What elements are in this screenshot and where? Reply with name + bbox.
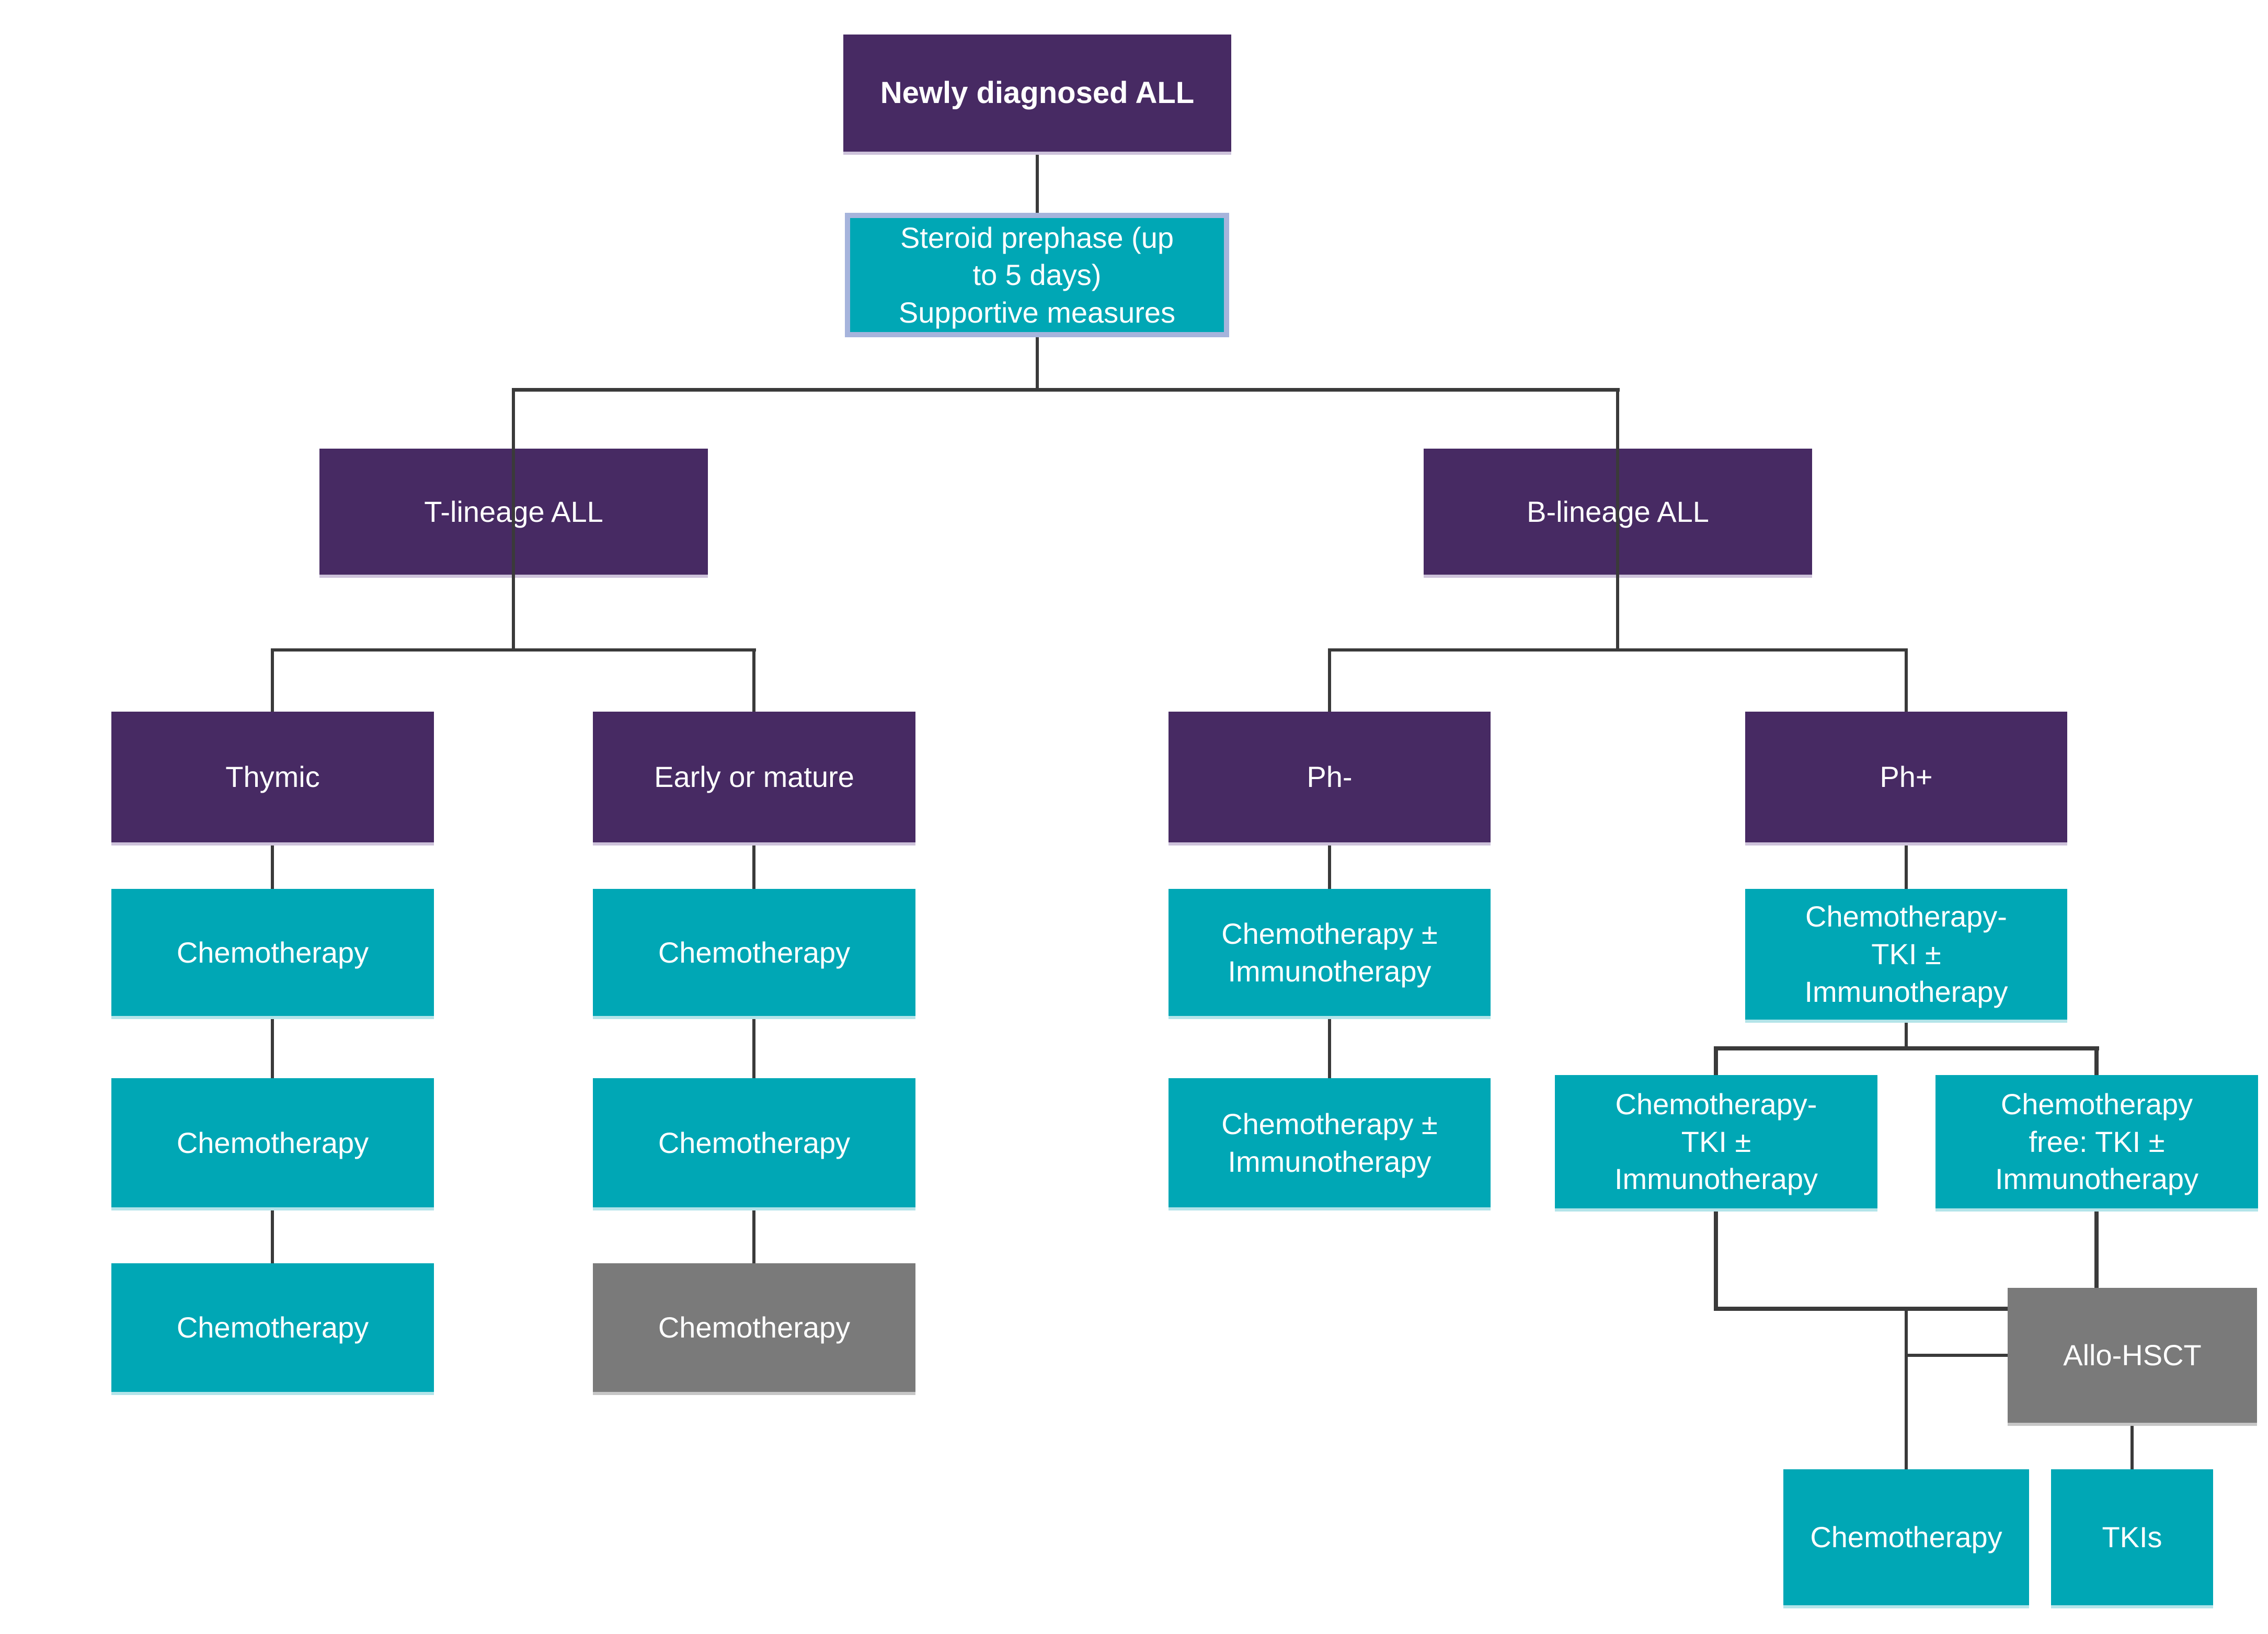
node-chemotherapy-thymic-3: Chemotherapy: [111, 1263, 434, 1392]
connector-bracket-top: [1714, 1046, 2099, 1050]
connector-early-chain-3: [752, 1207, 755, 1265]
node-chemotherapy-early-2: Chemotherapy: [593, 1078, 915, 1207]
connector-t-lineage-vertical: [512, 388, 515, 650]
connector-to-ph-positive: [1905, 648, 1908, 714]
node-chemo-immuno-ph-neg-1: Chemotherapy ± Immunotherapy: [1169, 889, 1491, 1016]
connector-early-chain-2: [752, 1016, 755, 1080]
connector-bracket-bottom: [1714, 1307, 2099, 1311]
node-ph-negative: Ph-: [1169, 712, 1491, 842]
connector-ph-neg-chain-1: [1328, 842, 1331, 891]
connector-steroid-down: [1036, 337, 1039, 390]
node-chemotherapy-early-3: Chemotherapy: [593, 1263, 915, 1392]
connector-ph-neg-chain-2: [1328, 1016, 1331, 1080]
node-thymic: Thymic: [111, 712, 434, 842]
node-chemo-immuno-ph-neg-2: Chemotherapy ± Immunotherapy: [1169, 1078, 1491, 1207]
node-chemotherapy-early-1: Chemotherapy: [593, 889, 915, 1016]
connector-ph-pos-to-bracket: [1905, 1020, 1908, 1049]
node-chemotherapy-thymic-1: Chemotherapy: [111, 889, 434, 1016]
connector-to-early: [752, 648, 755, 714]
node-steroid-prephase: Steroid prephase (up to 5 days) Supporti…: [845, 213, 1229, 337]
node-tkis: TKIs: [2051, 1469, 2213, 1605]
connector-to-allo-hsct: [1906, 1354, 2010, 1357]
connector-split-left-to-bracket: [1714, 1207, 1718, 1309]
node-chemotherapy-thymic-2: Chemotherapy: [111, 1078, 434, 1207]
connector-bracket-left-drop: [1714, 1046, 1718, 1078]
connector-thymic-chain-3: [271, 1207, 274, 1265]
node-newly-diagnosed-all: Newly diagnosed ALL: [843, 35, 1231, 152]
node-chemo-free-tki-branch: Chemotherapy free: TKI ± Immunotherapy: [1935, 1075, 2258, 1208]
node-allo-hsct: Allo-HSCT: [2008, 1288, 2257, 1423]
connector-ph-pos-chain-1: [1905, 842, 1908, 891]
node-chemo-tki-immuno: Chemotherapy- TKI ± Immunotherapy: [1745, 889, 2067, 1020]
node-chemotherapy-final: Chemotherapy: [1783, 1469, 2029, 1605]
connector-to-ph-negative: [1328, 648, 1331, 714]
connector-allo-hsct-to-tkis: [2130, 1423, 2134, 1471]
connector-b-lineage-vertical: [1616, 388, 1619, 650]
node-early-or-mature: Early or mature: [593, 712, 915, 842]
connector-bracket-to-chemotherapy: [1905, 1310, 1908, 1471]
connector-newly-to-steroid: [1036, 152, 1039, 213]
node-chemo-tki-immuno-branch: Chemotherapy- TKI ± Immunotherapy: [1555, 1075, 1877, 1208]
connector-thymic-chain-1: [271, 842, 274, 891]
node-ph-positive: Ph+: [1745, 712, 2067, 842]
connector-early-chain-1: [752, 842, 755, 891]
connector-to-thymic: [271, 648, 274, 714]
connector-top-split-horizontal: [512, 388, 1620, 392]
connector-thymic-chain-2: [271, 1016, 274, 1080]
